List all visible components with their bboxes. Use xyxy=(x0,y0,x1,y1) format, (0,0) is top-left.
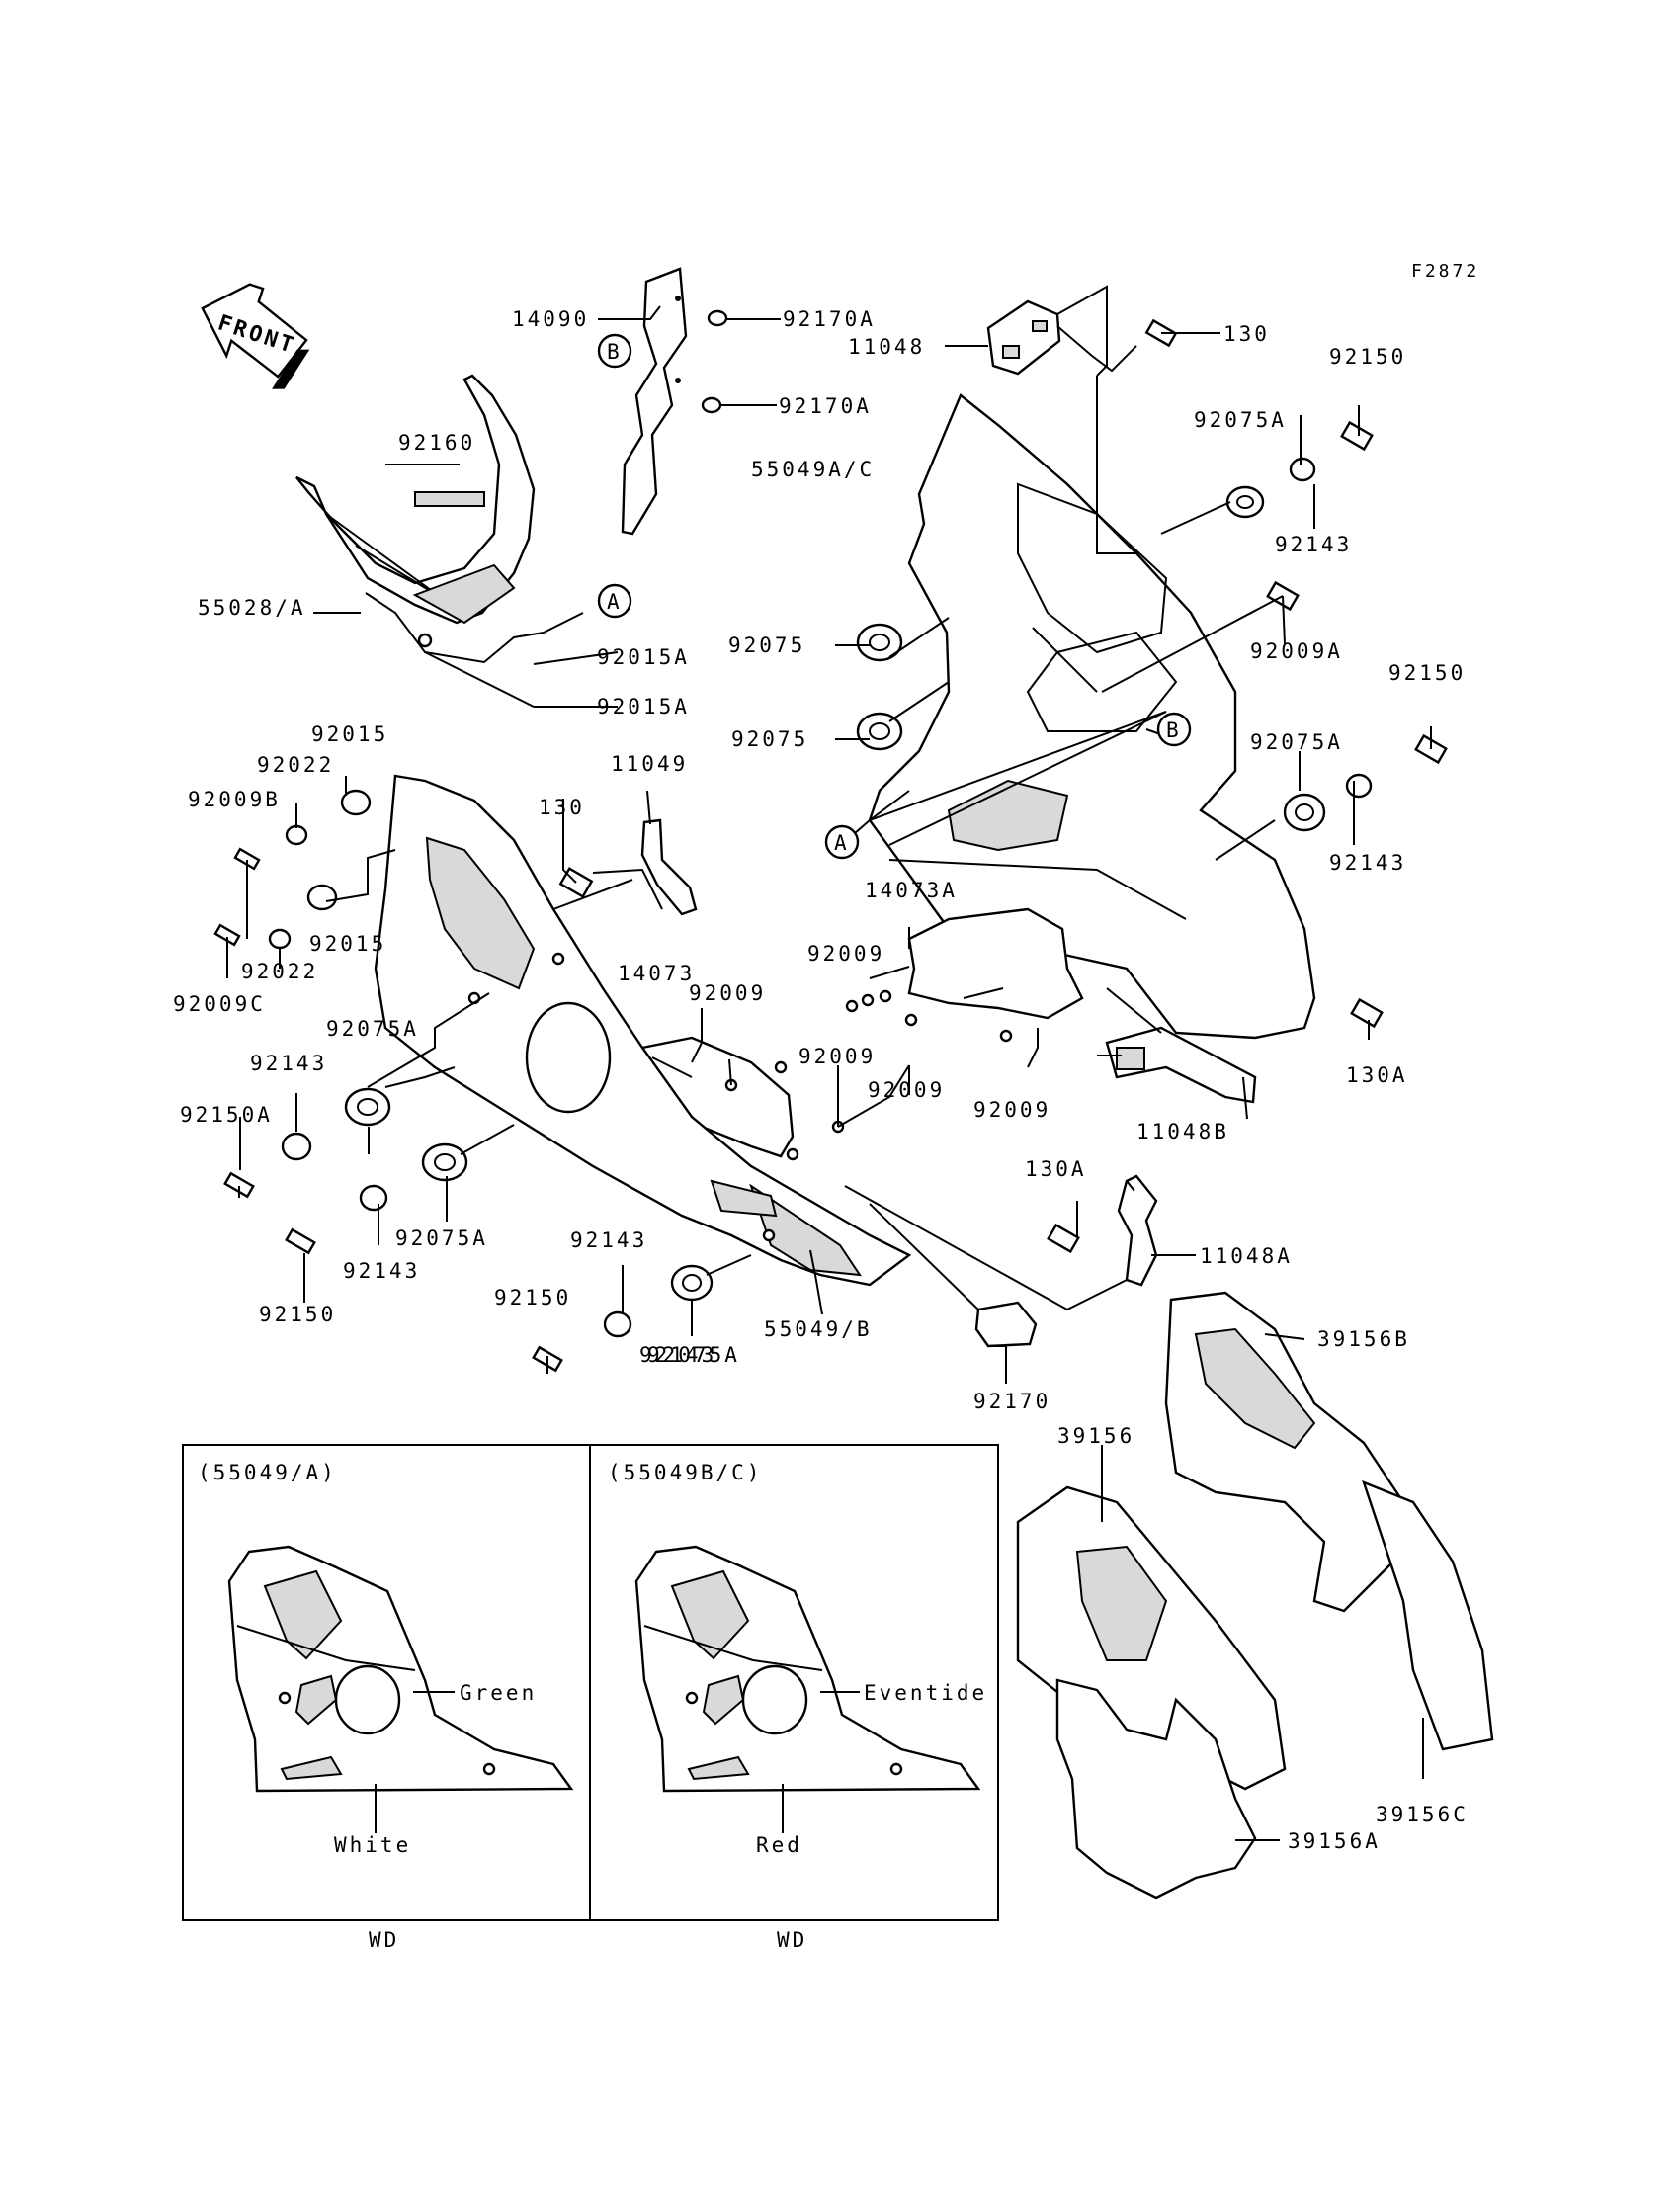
part-label: 92143 xyxy=(1329,851,1406,875)
part-label: 92170A xyxy=(779,394,872,418)
part-label: 92009B xyxy=(188,788,281,811)
variant-2-model: (55049B/C) xyxy=(608,1461,762,1484)
grommet-92170a-lower xyxy=(701,396,722,414)
variant-1-cowl xyxy=(227,1545,574,1793)
svg-text:B: B xyxy=(607,340,620,364)
under-cowl-55028 xyxy=(295,374,536,648)
part-label: 11048B xyxy=(1136,1120,1229,1143)
bracket-11048a xyxy=(1117,1174,1158,1287)
part-label: 92143 xyxy=(639,1343,716,1367)
variant-2-cowl xyxy=(634,1545,981,1793)
part-label: 14073 xyxy=(618,962,695,985)
part-label: 92150 xyxy=(494,1286,571,1310)
part-label: 92022 xyxy=(257,753,334,777)
front-arrow-icon xyxy=(201,283,310,389)
variant-2-footer: WD xyxy=(777,1928,807,1952)
part-label: 92075A xyxy=(647,1343,740,1367)
part-label: 11048 xyxy=(848,335,925,359)
part-label: 92075A xyxy=(1250,730,1343,754)
part-label: 92150 xyxy=(259,1303,336,1326)
part-label: 92015A xyxy=(597,645,690,669)
duct-14073a xyxy=(907,907,1084,1020)
pad-39156-hole xyxy=(1075,1545,1168,1661)
part-label: 92009 xyxy=(868,1078,945,1102)
variant-2-color-bottom: Red xyxy=(756,1833,802,1857)
part-label: 92015 xyxy=(311,722,388,746)
part-label: 92009 xyxy=(973,1098,1050,1122)
part-label: 92075 xyxy=(731,727,808,751)
part-label: 92143 xyxy=(250,1052,327,1075)
svg-text:B: B xyxy=(1166,718,1179,742)
part-label: 39156A xyxy=(1288,1829,1381,1853)
part-label: 130A xyxy=(1346,1063,1408,1087)
part-labels: 14090 92170A 92170A 11048 130 92150 9207… xyxy=(173,307,1469,1853)
lower-cowl-55049b xyxy=(374,774,912,1287)
bracket-11048 xyxy=(986,299,1061,376)
part-label: 55049/B xyxy=(764,1317,873,1341)
part-label: 39156B xyxy=(1317,1327,1410,1351)
pad-39156a xyxy=(1055,1678,1257,1900)
stay-11048b xyxy=(1105,1026,1257,1104)
grommet-92170a-upper xyxy=(707,309,728,327)
part-label: 92075A xyxy=(1194,408,1287,432)
part-label: 92075 xyxy=(728,634,805,657)
ref-marker-a-1: A xyxy=(597,583,632,619)
part-label: 11049 xyxy=(611,752,688,776)
part-label: 92075A xyxy=(326,1017,419,1041)
svg-text:A: A xyxy=(607,590,620,614)
pad-39156b-hole xyxy=(1194,1327,1316,1450)
variant-1-color-bottom: White xyxy=(334,1833,411,1857)
part-label: 130 xyxy=(1223,322,1270,346)
variant-1-footer: WD xyxy=(369,1928,399,1952)
part-label: 39156C xyxy=(1376,1803,1469,1826)
ref-marker-a-2: A xyxy=(824,824,860,860)
variant-1-color-top: Green xyxy=(460,1681,537,1705)
part-label: 55049A/C xyxy=(751,458,875,481)
part-label: 14073A xyxy=(865,879,958,902)
part-label: 92150 xyxy=(1388,661,1466,685)
bracket-11049 xyxy=(640,818,698,916)
part-label: 92009C xyxy=(173,992,266,1016)
clip-92170 xyxy=(974,1301,1038,1348)
variant-2-color-top: Eventide xyxy=(864,1681,987,1705)
ref-marker-b-2: B xyxy=(1156,712,1192,747)
part-label: 39156 xyxy=(1057,1424,1134,1448)
part-label: 92015 xyxy=(309,932,386,956)
part-label: 92160 xyxy=(398,431,475,455)
inner-panel-55049ac xyxy=(868,393,1316,1040)
figure-code: F2872 xyxy=(1411,261,1479,282)
part-label: 92143 xyxy=(343,1259,420,1283)
part-label: 92075A xyxy=(395,1226,488,1250)
part-label: 92015A xyxy=(597,695,690,718)
part-label: 130 xyxy=(539,796,585,819)
part-label: 92170A xyxy=(783,307,876,331)
part-label: 130A xyxy=(1025,1157,1087,1181)
part-label: 92009A xyxy=(1250,639,1343,663)
part-label: 55028/A xyxy=(198,596,306,620)
part-label: 92009 xyxy=(689,981,766,1005)
part-label: 92150A xyxy=(180,1103,273,1127)
part-label: 92143 xyxy=(1275,533,1352,556)
leader-lines xyxy=(226,285,1432,1841)
bracket-14090 xyxy=(621,267,688,536)
variant-1-model: (55049/A) xyxy=(198,1461,337,1484)
part-label: 14090 xyxy=(512,307,589,331)
part-label: 92022 xyxy=(241,960,318,983)
part-label: 92150 xyxy=(1329,345,1406,369)
svg-text:A: A xyxy=(834,831,847,855)
part-label: 92009 xyxy=(798,1045,876,1068)
hardware-items xyxy=(213,318,1448,1373)
part-label: 11048A xyxy=(1200,1244,1293,1268)
part-label: 92170 xyxy=(973,1390,1050,1413)
part-label: 92143 xyxy=(570,1228,647,1252)
pad-39156c xyxy=(1362,1479,1494,1751)
ref-marker-b-1: B xyxy=(597,333,632,369)
part-label: 92009 xyxy=(807,942,884,966)
